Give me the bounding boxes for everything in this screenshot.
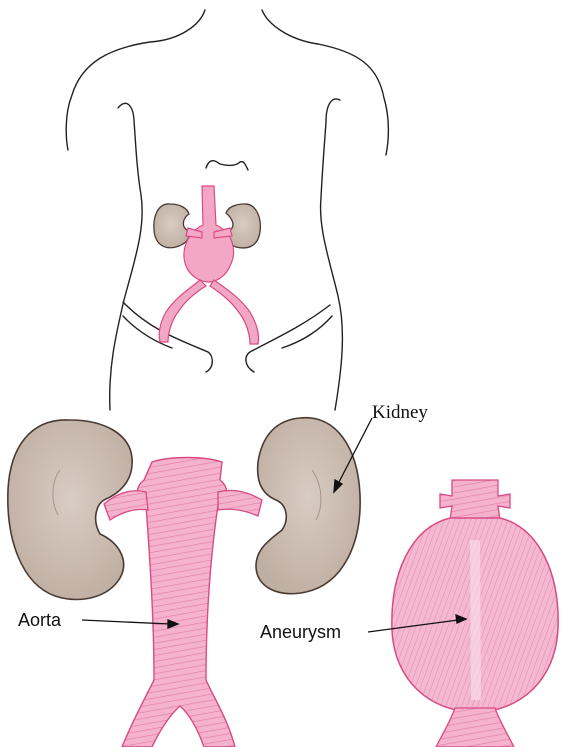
neck-left [66, 10, 205, 150]
large-aorta [104, 458, 262, 747]
kidney-label: Kidney [372, 402, 428, 424]
aneurysm-neck-top [440, 480, 510, 520]
aorta-label: Aorta [18, 610, 61, 631]
large-kidney-right [256, 418, 360, 594]
aneurysm-vessel [392, 480, 558, 747]
small-kidney-left [154, 204, 189, 248]
left-arm-inner [110, 103, 142, 410]
right-renal-artery [218, 490, 262, 516]
aneurysm-neck-bottom [436, 708, 514, 747]
right-arm-inner [321, 99, 343, 410]
aneurysm-label: Aneurysm [260, 622, 341, 643]
chest-line [206, 161, 248, 170]
